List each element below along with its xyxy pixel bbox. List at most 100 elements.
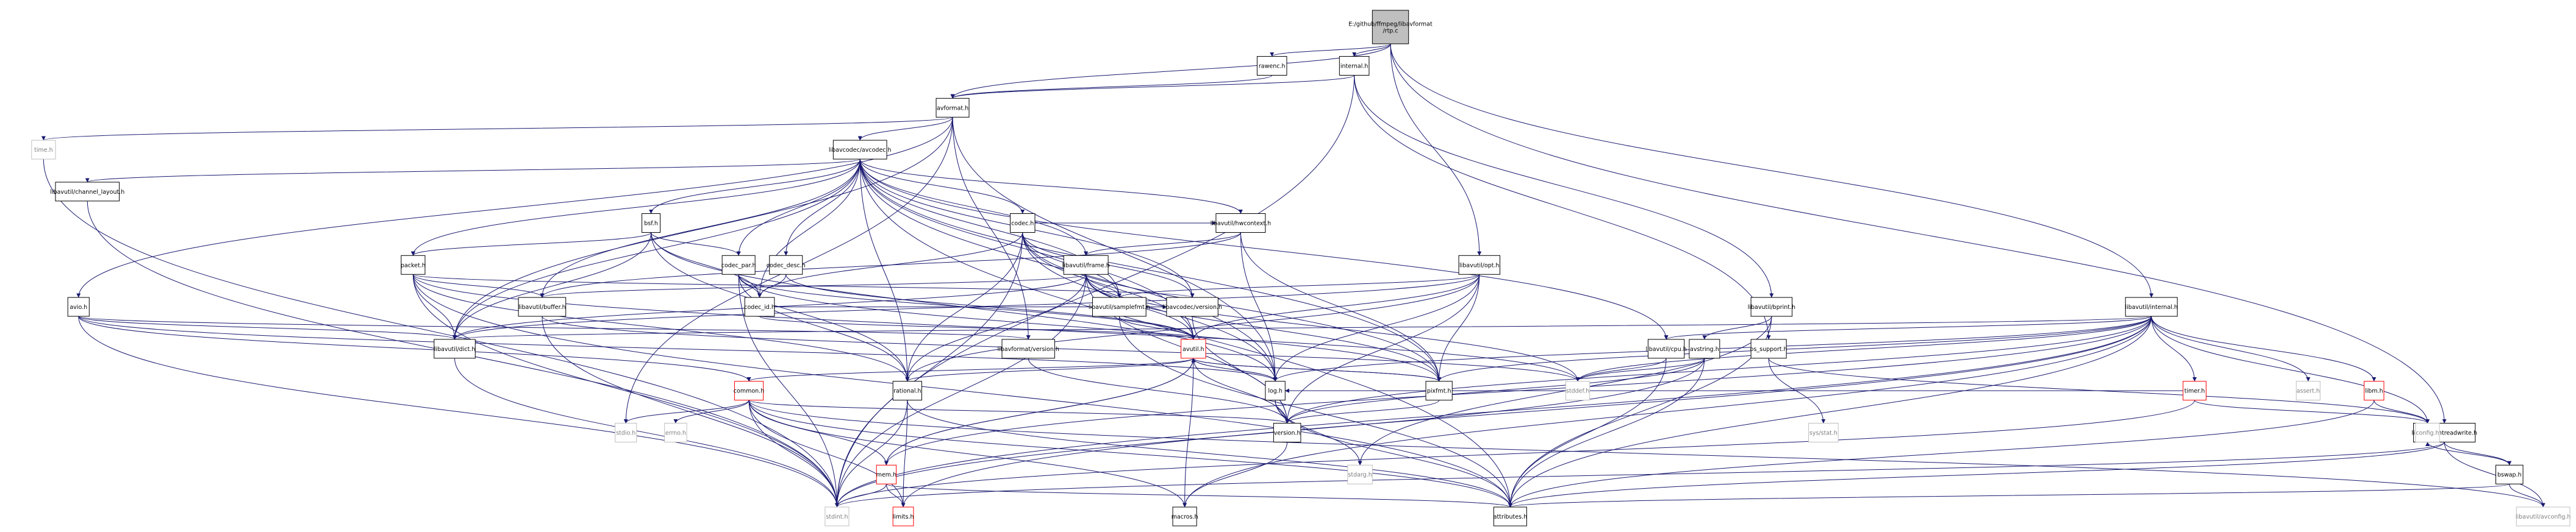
edge-lavuinternal-to-dict [453,316,2152,340]
edge-frame-to-buffer [540,274,1087,298]
node-ossupport[interactable]: os_support.h [1750,339,1787,359]
edge-packet-to-stdint [412,274,839,508]
node-stddef[interactable]: stddef.h [1565,381,1590,401]
node-bswap[interactable]: bswap.h [2496,464,2524,484]
node-stdint-box [825,506,850,527]
node-limits[interactable]: limits.h [893,506,914,527]
node-lavfversion[interactable]: libavformat/version.h [997,339,1059,359]
node-bprint-box [1750,297,1793,317]
node-attributes[interactable]: attributes.h [1494,506,1527,527]
node-timer-box [2183,381,2206,401]
node-rawenc-label: rawenc.h [1259,63,1286,70]
node-avformat[interactable]: avformat.h [936,98,970,118]
node-sysstat-label: sys/stat.h [1809,430,1837,436]
node-hwcontext[interactable]: libavutil/hwcontext.h [1211,213,1272,233]
node-bprint[interactable]: libavutil/bprint.h [1748,297,1795,317]
node-dict[interactable]: libavutil/dict.h [434,339,476,359]
edge-avio-to-log [78,316,1278,382]
node-codec[interactable]: codec.h [1010,213,1036,233]
node-codecpar[interactable]: codec_par.h [721,255,756,275]
node-ossupport-label: os_support.h [1750,346,1787,353]
node-avcodec[interactable]: libavcodec/avcodec.h [829,140,892,160]
edge-lavuinternal-to-attributes [1508,316,2152,508]
edge-codecid-to-avutil [759,316,1196,340]
node-cpu-box [1647,339,1685,359]
node-stdio-box [615,422,637,442]
node-codecdesc[interactable]: codec_desc.h [767,255,806,275]
edge-pixfmt-to-version [1285,400,1440,424]
node-stddef-box [1565,381,1590,401]
node-hwcontext-label: libavutil/hwcontext.h [1211,220,1272,227]
node-avio[interactable]: avio.h [67,297,90,317]
node-avutil[interactable]: avutil.h [1181,339,1206,359]
node-lavuinternal[interactable]: libavutil/internal.h [2125,297,2178,317]
node-macros[interactable]: macros.h [1172,506,1198,527]
node-codecid[interactable]: codec_id.h [744,297,775,317]
node-avconfig-label: libavutil/avconfig.h [2516,514,2571,520]
edge-avutil-to-rational [905,358,1194,382]
nodes-layer: E:/github/ffmpeg/libavformat/rtp.c rawenc… [31,10,2571,527]
node-lavcversion[interactable]: libavcodec/version.h [1162,297,1222,317]
node-rawenc[interactable]: rawenc.h [1256,56,1287,76]
edge-timer-to-stdint [835,400,2195,508]
node-avstring[interactable]: avstring.h [1689,339,1720,359]
edge-bsf-to-packet [411,232,652,256]
node-stdio[interactable]: stdio.h [615,422,637,442]
node-stdint[interactable]: stdint.h [825,506,850,527]
node-opt[interactable]: libavutil/opt.h [1458,255,1501,275]
node-sysstat-box [1808,422,1839,442]
edge-opt-to-rational [905,274,1480,382]
node-codecpar-label: codec_par.h [721,262,756,269]
node-bsf[interactable]: bsf.h [642,213,661,233]
edge-libm-to-attributes [1508,400,2375,508]
node-packet[interactable]: packet.h [401,255,426,275]
node-avconfig-box [2516,506,2571,527]
node-mem[interactable]: mem.h [876,464,897,484]
node-assert[interactable]: assert.h [2295,381,2320,401]
edge-avstring-to-stddef [1575,358,1705,382]
edge-codecpar-to-stdint [738,274,839,508]
edge-avformat-to-log [952,117,1278,382]
edge-avstring-to-attributes [1508,358,1705,508]
edge-lavfversion-to-version [1028,358,1290,424]
node-config[interactable]: config.h [2415,422,2440,442]
node-root[interactable]: E:/github/ffmpeg/libavformat/rtp.c [1348,10,1433,44]
node-errno[interactable]: errno.h [664,422,687,442]
node-avconfig[interactable]: libavutil/avconfig.h [2516,506,2571,527]
node-macros-label: macros.h [1172,514,1198,520]
node-version[interactable]: version.h [1273,422,1301,442]
edge-rational-to-stdint [834,400,908,508]
node-errno-label: errno.h [665,430,686,436]
edge-dict-to-stdint [454,358,839,508]
node-avstring-box [1689,339,1720,359]
edge-hwcontext-to-buffer [540,232,1241,298]
node-timer-label: timer.h [2184,388,2205,395]
node-buffer[interactable]: libavutil/buffer.h [518,297,567,317]
node-sysstat[interactable]: sys/stat.h [1808,422,1839,442]
edge-rawenc-to-avformat [950,75,1273,99]
node-log[interactable]: log.h [1265,381,1286,401]
node-stdarg[interactable]: stdarg.h [1347,464,1373,484]
node-common[interactable]: common.h [734,381,764,401]
node-codecdesc-box [769,255,803,275]
node-pixfmt-box [1425,381,1453,401]
node-samplefmt-box [1092,297,1147,317]
edge-avcodec-to-chlayout [85,158,860,183]
edge-threadwrite-to-avconfig [2444,442,2546,508]
node-internal[interactable]: internal.h [1339,56,1370,76]
node-pixfmt[interactable]: pixfmt.h [1425,381,1453,401]
node-chlayout[interactable]: libavutil/channel_layout.h [50,182,124,202]
node-samplefmt[interactable]: libavutil/samplefmt.h [1089,297,1150,317]
edge-packet-to-dict [412,274,457,340]
node-mem-box [876,464,897,484]
node-avutil-box [1181,339,1206,359]
node-frame[interactable]: libavutil/frame.h [1062,255,1110,275]
edge-buffer-to-stddef [542,316,1580,382]
node-time[interactable]: time.h [31,140,56,160]
node-stdint-label: stdint.h [826,514,848,520]
node-rational[interactable]: rational.h [892,381,922,401]
node-timer[interactable]: timer.h [2183,381,2206,401]
node-cpu[interactable]: libavutil/cpu.h [1645,339,1687,359]
node-libm[interactable]: libm.h [2364,381,2385,401]
edge-opt-to-dict [453,274,1480,340]
